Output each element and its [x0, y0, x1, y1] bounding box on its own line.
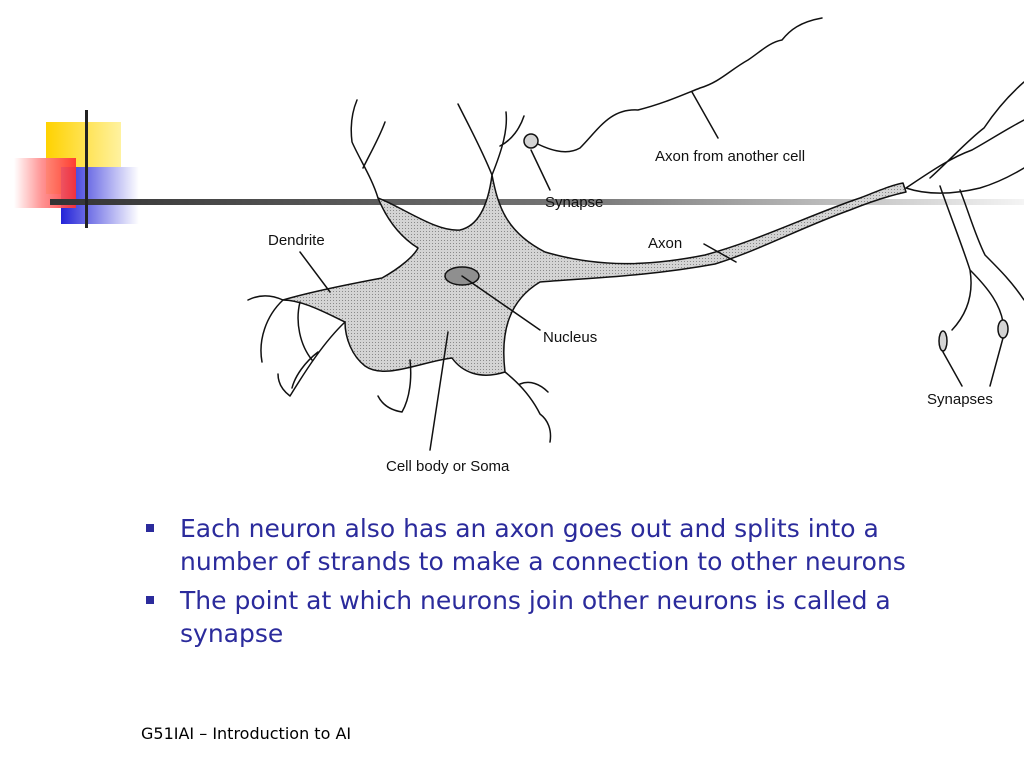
bullet-item: The point at which neurons join other ne…	[140, 584, 940, 650]
label-synapse: Synapse	[545, 194, 603, 211]
synapse-bulb-right	[997, 319, 1009, 339]
square-bullet-icon	[146, 596, 154, 604]
incoming-axon	[529, 17, 823, 153]
leader-synapse	[530, 149, 551, 191]
leader-axon-from-another-cell	[691, 91, 719, 139]
leader-dendrite	[299, 251, 331, 293]
label-synapses: Synapses	[927, 391, 993, 408]
label-axon: Axon	[648, 235, 682, 252]
label-dendrite: Dendrite	[268, 232, 325, 249]
leader-nucleus	[461, 275, 541, 331]
slide-footer: G51IAI – Introduction to AI	[141, 724, 352, 743]
bullet-list: Each neuron also has an axon goes out an…	[140, 512, 940, 656]
dendrite-branches	[247, 99, 552, 443]
square-bullet-icon	[146, 524, 154, 532]
vertical-rule	[85, 110, 88, 228]
title-rule	[50, 199, 1024, 205]
label-nucleus: Nucleus	[543, 329, 597, 346]
leader-axon	[703, 243, 737, 263]
neuron-diagram: Axon from another cell Synapse Dendrite …	[247, 17, 1024, 475]
bullet-text: Each neuron also has an axon goes out an…	[180, 514, 906, 576]
label-axon-from-another-cell: Axon from another cell	[655, 148, 805, 165]
bullet-text: The point at which neurons join other ne…	[180, 586, 891, 648]
synapse-bulb	[523, 133, 539, 149]
leader-cell-body	[429, 331, 449, 451]
leader-synapses	[942, 337, 1004, 387]
label-cell-body: Cell body or Soma	[386, 458, 510, 475]
axon-terminals	[905, 81, 1024, 331]
synapse-bulb-left	[938, 330, 948, 352]
bullet-item: Each neuron also has an axon goes out an…	[140, 512, 940, 578]
